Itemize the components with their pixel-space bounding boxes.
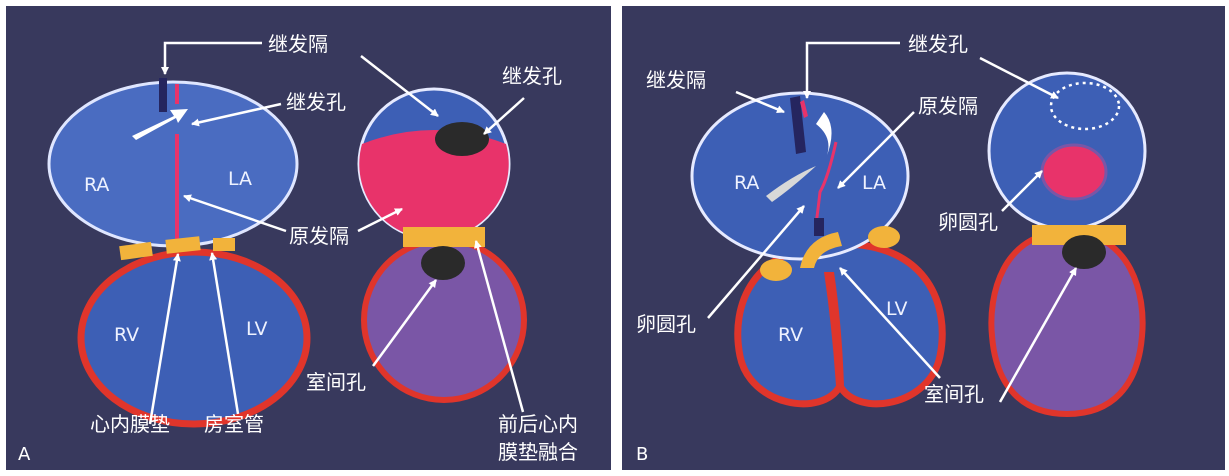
label-primary-septum-b: 原发隔 xyxy=(918,94,978,119)
chamber-rv-b: RV xyxy=(778,324,803,348)
label-interventricular-foramen: 室间孔 xyxy=(306,370,366,395)
label-interventricular-foramen-b: 室间孔 xyxy=(924,382,984,407)
secondary-foramen-hole xyxy=(435,122,489,156)
panel-b: 继发孔 继发隔 原发隔 卵圆孔 卵圆孔 室间孔 RA LA RV LV B xyxy=(622,6,1225,470)
label-cushion-fusion-line1: 前后心内 xyxy=(498,412,578,437)
fused-cushion xyxy=(403,227,485,247)
chamber-la-b: LA xyxy=(862,172,886,196)
chamber-rv: RV xyxy=(114,324,139,348)
septum-lower-b xyxy=(814,218,824,236)
cushion-left-b xyxy=(760,259,792,281)
panel-a: 继发隔 继发孔 继发孔 原发隔 心内膜垫 房室管 室间孔 前后心内 膜垫融合 R… xyxy=(6,6,611,470)
panel-letter-b: B xyxy=(636,444,648,467)
label-primary-septum: 原发隔 xyxy=(289,224,349,249)
chamber-ra: RA xyxy=(84,174,109,198)
endocardial-cushion-right xyxy=(213,238,235,251)
interventricular-foramen-hole-b xyxy=(1062,235,1106,269)
label-secondary-septum: 继发隔 xyxy=(268,32,328,57)
primary-septum xyxy=(175,134,179,246)
foramen-ovale-primary-septum xyxy=(1042,145,1106,199)
label-av-canal: 房室管 xyxy=(204,412,264,437)
label-endocardial-cushion: 心内膜垫 xyxy=(90,412,170,437)
label-secondary-foramen-right: 继发孔 xyxy=(502,64,562,89)
label-cushion-fusion-line2: 膜垫融合 xyxy=(498,440,578,465)
chamber-lv-b: LV xyxy=(886,298,908,322)
primary-septum-top xyxy=(175,84,179,104)
chamber-ra-b: RA xyxy=(734,172,759,196)
panel-letter-a: A xyxy=(18,444,30,467)
secondary-septum xyxy=(159,78,167,112)
label-foramen-ovale-left-b: 卵圆孔 xyxy=(636,312,696,337)
interventricular-foramen-hole xyxy=(421,246,465,280)
cushion-right-b xyxy=(868,226,900,248)
label-secondary-septum-b: 继发隔 xyxy=(646,68,706,93)
label-secondary-foramen: 继发孔 xyxy=(286,90,346,115)
chamber-la: LA xyxy=(228,168,252,192)
chamber-lv: LV xyxy=(246,318,268,342)
label-foramen-ovale-right-b: 卵圆孔 xyxy=(938,210,998,235)
label-secondary-foramen-b: 继发孔 xyxy=(908,32,968,57)
